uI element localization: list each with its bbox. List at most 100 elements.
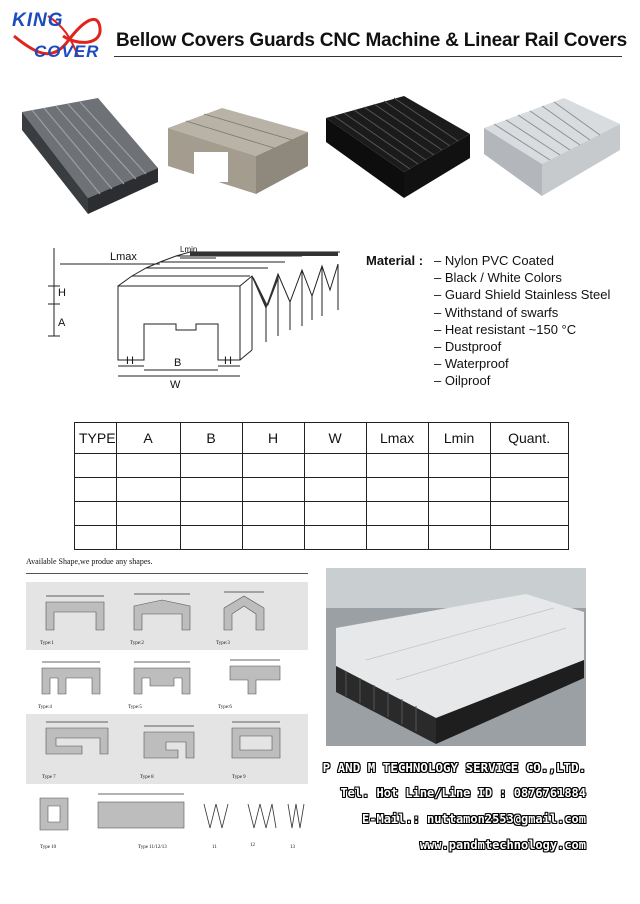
table-row <box>74 477 569 502</box>
shape-type9 <box>231 727 281 759</box>
company-logo: KING COVER <box>8 6 108 64</box>
label-h-left: H <box>126 355 134 367</box>
bellow-profile-11 <box>203 803 229 829</box>
table-cell[interactable] <box>241 525 305 550</box>
caption-type6: Type:6 <box>218 705 232 710</box>
table-cell[interactable] <box>489 477 569 502</box>
material-item: Oilproof <box>434 372 610 389</box>
material-item: Withstand of swarfs <box>434 304 610 321</box>
table-row <box>74 525 569 550</box>
caption-type1: Type:1 <box>40 641 54 646</box>
logo-text-cover: COVER <box>34 42 100 61</box>
logo-text-king: KING <box>12 10 64 31</box>
table-cell[interactable] <box>179 501 243 526</box>
material-item: Heat resistant ~150 °C <box>434 321 610 338</box>
table-cell[interactable] <box>115 453 181 478</box>
table-cell[interactable] <box>179 477 243 502</box>
table-cell[interactable] <box>115 501 181 526</box>
table-cell[interactable] <box>365 501 429 526</box>
shape-type10 <box>39 797 69 831</box>
shape-type6 <box>229 665 281 695</box>
shape-type7 <box>45 727 109 755</box>
table-cell[interactable] <box>74 525 117 550</box>
table-header-row: TYPE A B H W Lmax Lmin Quant. <box>74 422 569 454</box>
table-cell[interactable] <box>427 477 491 502</box>
header-h: H <box>241 422 305 454</box>
table-cell[interactable] <box>303 525 367 550</box>
table-cell[interactable] <box>179 453 243 478</box>
material-item: Black / White Colors <box>434 269 610 286</box>
table-cell[interactable] <box>303 501 367 526</box>
label-w: W <box>170 379 181 391</box>
company-name: P AND M TECHNOLOGY SERVICE CO.,LTD. <box>322 760 586 775</box>
shape-type8 <box>143 731 195 759</box>
table-cell[interactable] <box>489 453 569 478</box>
table-cell[interactable] <box>241 501 305 526</box>
shapes-heading-rule <box>26 573 308 574</box>
available-shapes-chart: Type:1 Type:2 Type:3 Type:4 Type:5 Type:… <box>26 582 308 850</box>
header-a: A <box>115 422 181 454</box>
caption-type8: Type 8 <box>140 775 154 780</box>
table-cell[interactable] <box>427 525 491 550</box>
header-quant: Quant. <box>489 422 569 454</box>
contact-email[interactable]: E-Mail.: nuttamon2553@gmail.com <box>362 812 586 826</box>
material-label: Material : <box>366 253 424 268</box>
table-cell[interactable] <box>74 453 117 478</box>
table-cell[interactable] <box>241 453 305 478</box>
bellow-dimension-diagram: Lmax Lmin H A H B H W <box>48 245 340 391</box>
material-list: Nylon PVC Coated Black / White Colors Gu… <box>434 252 610 390</box>
bellow-profile-12 <box>247 803 277 829</box>
header-lmax: Lmax <box>365 422 429 454</box>
product-photo-white-bellow <box>484 98 620 196</box>
shapes-heading: Available Shape,we produe any shapes. <box>26 557 153 566</box>
caption-type11-13: Type 11/12/13 <box>138 845 167 850</box>
table-cell[interactable] <box>303 477 367 502</box>
table-cell[interactable] <box>241 477 305 502</box>
table-row <box>74 453 569 478</box>
table-cell[interactable] <box>489 525 569 550</box>
header-type: TYPE <box>74 422 117 454</box>
table-cell[interactable] <box>489 501 569 526</box>
page-title: Bellow Covers Guards CNC Machine & Linea… <box>116 30 627 51</box>
material-item: Guard Shield Stainless Steel <box>434 286 610 303</box>
table-cell[interactable] <box>115 477 181 502</box>
title-underline <box>114 56 622 57</box>
caption-type10: Type 10 <box>40 845 57 850</box>
caption-11: 11 <box>212 845 217 850</box>
table-cell[interactable] <box>303 453 367 478</box>
material-item: Dustproof <box>434 338 610 355</box>
caption-type4: Type:4 <box>38 705 52 710</box>
material-item: Waterproof <box>434 355 610 372</box>
table-cell[interactable] <box>74 477 117 502</box>
product-photo-black-bellow <box>326 96 470 198</box>
caption-type9: Type 9 <box>232 775 246 780</box>
table-row <box>74 501 569 526</box>
bellow-profile-13 <box>287 803 305 829</box>
table-cell[interactable] <box>427 501 491 526</box>
table-cell[interactable] <box>74 501 117 526</box>
table-cell[interactable] <box>115 525 181 550</box>
product-photo-stainless-cover <box>168 108 308 194</box>
caption-type7: Type 7 <box>42 775 56 780</box>
shape-type3 <box>223 595 265 631</box>
header-b: B <box>179 422 243 454</box>
shape-type4 <box>41 667 101 695</box>
logo-swoosh <box>13 15 102 57</box>
product-photo-steel-cover <box>22 98 158 214</box>
header-w: W <box>303 422 367 454</box>
label-a: A <box>58 317 66 329</box>
caption-12: 12 <box>250 843 256 848</box>
contact-website[interactable]: www.pandmtechnology.com <box>419 838 586 852</box>
table-cell[interactable] <box>179 525 243 550</box>
label-lmin: Lmin <box>180 245 197 254</box>
caption-type3: Type:3 <box>216 641 230 646</box>
shape-type1 <box>45 601 105 631</box>
shape-type5 <box>133 667 191 695</box>
table-cell[interactable] <box>365 477 429 502</box>
table-cell[interactable] <box>365 525 429 550</box>
label-lmax: Lmax <box>110 251 137 263</box>
label-h-vertical: H <box>58 287 66 299</box>
table-cell[interactable] <box>427 453 491 478</box>
shape-type11-13 <box>97 801 185 829</box>
table-cell[interactable] <box>365 453 429 478</box>
